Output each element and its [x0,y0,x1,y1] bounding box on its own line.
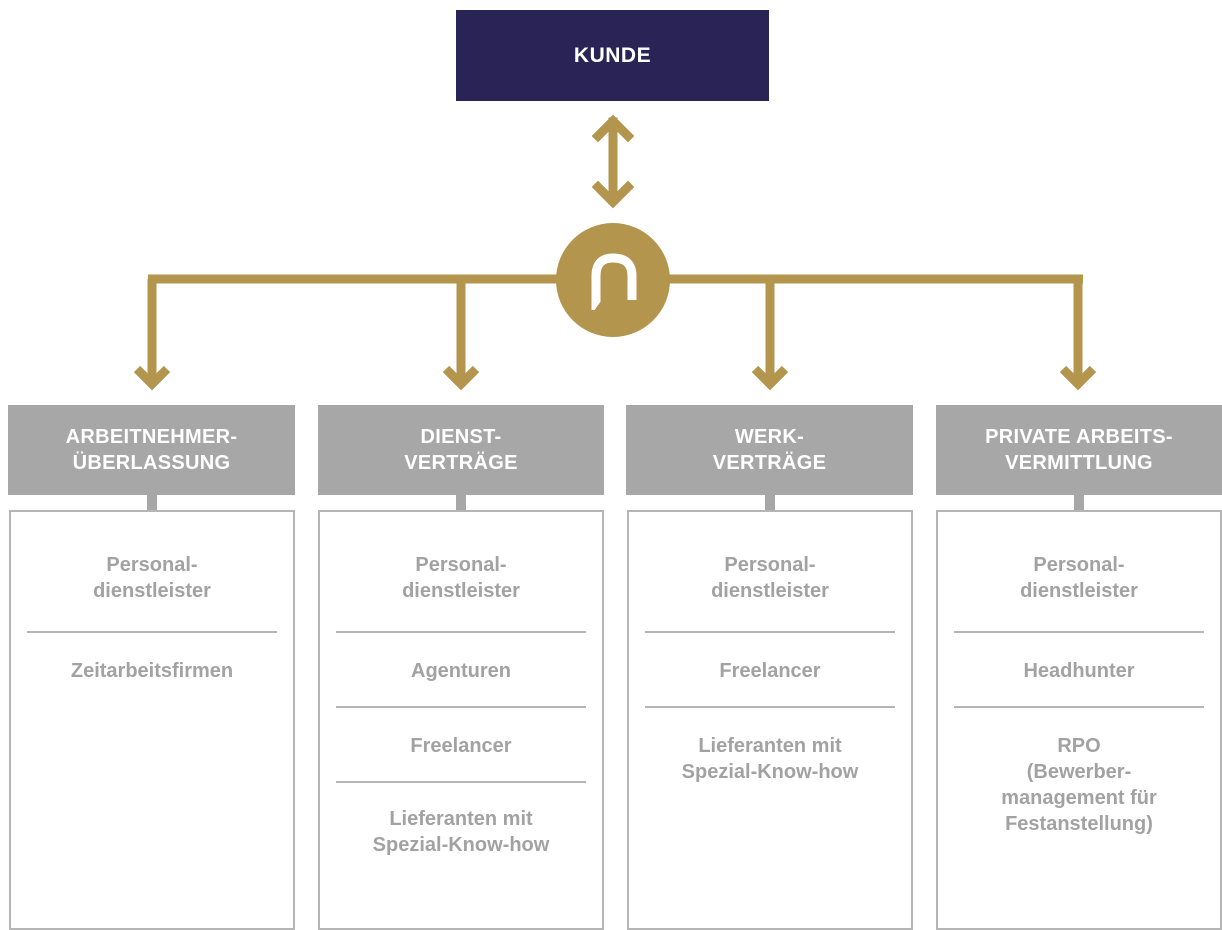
list-item: Headhunter [1023,660,1135,682]
double-arrow-icon [591,114,635,209]
list-item: Personal-dienstleister [402,554,520,602]
connector-lines [133,114,1097,391]
divider [645,706,895,708]
header-stub [456,495,466,510]
customer-label: KUNDE [573,43,652,67]
column-title-line: ÜBERLASSUNG [72,452,231,474]
column-title-line: VERTRÄGE [712,452,827,474]
arrow-down-icon-col3 [751,279,789,391]
divider [27,631,277,633]
column-box-dienstvertraege: Personal-dienstleister Agenturen Freelan… [318,510,604,930]
column-title-line: PRIVATE ARBEITS- [985,426,1173,448]
column-box-werkvertraege: Personal-dienstleister Freelancer Liefer… [627,510,913,930]
column-header-werkvertraege: WERK- VERTRÄGE [626,405,913,495]
divider [954,631,1204,633]
column-box-private-arbeitsvermittlung: Personal-dienstleister Headhunter RPO(Be… [936,510,1222,930]
header-stub [765,495,775,510]
header-stub [1074,495,1084,510]
column-header-private-arbeitsvermittlung: PRIVATE ARBEITS- VERMITTLUNG [936,405,1222,495]
list-item: Personal-dienstleister [93,554,211,602]
divider [954,706,1204,708]
column-header-dienstvertraege: DIENST- VERTRÄGE [318,405,604,495]
column-title-line: WERK- [734,426,805,448]
customer-box: KUNDE [456,10,769,101]
list-item: Freelancer [719,660,821,682]
p-logo-icon [556,223,670,337]
column-title-line: DIENST- [420,426,502,448]
column-title-line: VERMITTLUNG [1005,452,1153,474]
column-title-line: VERTRÄGE [404,452,518,474]
column-header-arbeitnehmerueberlassung: ARBEITNEHMER- ÜBERLASSUNG [8,405,295,495]
divider [336,706,586,708]
arrow-down-icon-col1 [133,279,171,391]
divider [645,631,895,633]
list-item: Zeitarbeitsfirmen [70,660,234,682]
arrow-down-icon-col2 [442,279,480,391]
list-item: Personal-dienstleister [711,554,829,602]
column-box-arbeitnehmerueberlassung: Personal-dienstleister Zeitarbeitsfirmen [9,510,295,930]
divider [336,631,586,633]
divider [336,781,586,783]
list-item: Agenturen [411,660,511,682]
arrow-down-icon-col4 [1059,279,1097,391]
list-item: Personal-dienstleister [1020,554,1138,602]
list-item: Freelancer [410,735,512,757]
column-title-line: ARBEITNEHMER- [65,426,238,448]
header-stub [147,495,157,510]
